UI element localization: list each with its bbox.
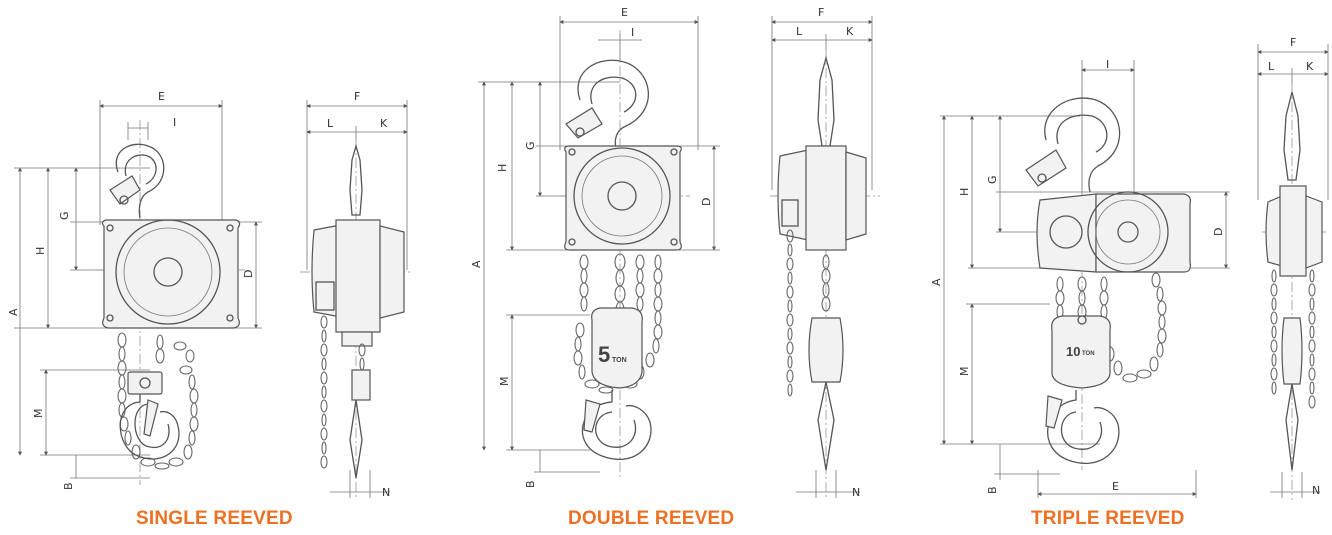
label-b: B [62,482,75,490]
double-reeved-side-view [770,16,880,500]
label-e: E [621,6,628,19]
body-marking-unit: TON [1082,351,1095,357]
body-marking-unit: TON [612,357,627,364]
triple-reeved-front-view: 10 TON [940,60,1230,498]
label-b: B [524,480,537,488]
caption-single-reeved: SINGLE REEVED [136,508,293,529]
label-f: F [818,6,824,19]
label-m: M [958,367,971,377]
label-e: E [1112,480,1119,493]
label-k: K [1306,60,1314,73]
body-marking-number: 5 [598,342,610,367]
label-e: E [158,90,165,103]
triple-reeved-front-labels: I G H A D M B E [930,58,1225,494]
single-reeved-side-labels: F L K N [327,90,390,499]
double-reeved-side-labels: F L K N [796,6,860,499]
label-l: L [1268,60,1275,73]
label-f: F [1290,36,1296,49]
single-reeved-front-labels: E I G H A D M B [7,90,255,490]
label-i: I [631,26,634,39]
label-h: H [496,164,509,172]
single-reeved-front-view [14,100,262,485]
body-marking-number: 10 [1066,344,1080,359]
triple-reeved-side-labels: F L K N [1268,36,1320,497]
label-g: G [58,211,71,220]
double-reeved-front-view: 5 TON [478,16,720,480]
label-h: H [958,188,971,196]
label-k: K [380,117,388,130]
label-l: L [796,25,803,38]
label-h: H [34,247,47,255]
label-g: G [986,175,999,184]
label-i: I [173,116,176,129]
label-g: G [524,141,537,150]
label-a: A [470,260,483,268]
label-d: D [1212,228,1225,236]
label-n: N [1312,484,1320,497]
label-a: A [930,278,943,286]
triple-reeved-side-view [1257,44,1329,500]
label-d: D [242,270,255,278]
label-m: M [32,409,45,419]
label-a: A [7,308,20,316]
double-reeved-front-labels: E I G H A D M B [470,6,713,488]
caption-double-reeved: DOUBLE REEVED [568,508,735,529]
label-m: M [498,377,511,387]
label-i: I [1106,58,1109,71]
single-reeved-side-view [300,100,410,500]
label-d: D [700,198,713,206]
label-f: F [354,90,360,103]
label-n: N [382,486,390,499]
label-l: L [327,117,334,130]
label-b: B [986,486,999,494]
label-k: K [846,25,854,38]
caption-triple-reeved: TRIPLE REEVED [1031,508,1185,529]
label-n: N [852,486,860,499]
